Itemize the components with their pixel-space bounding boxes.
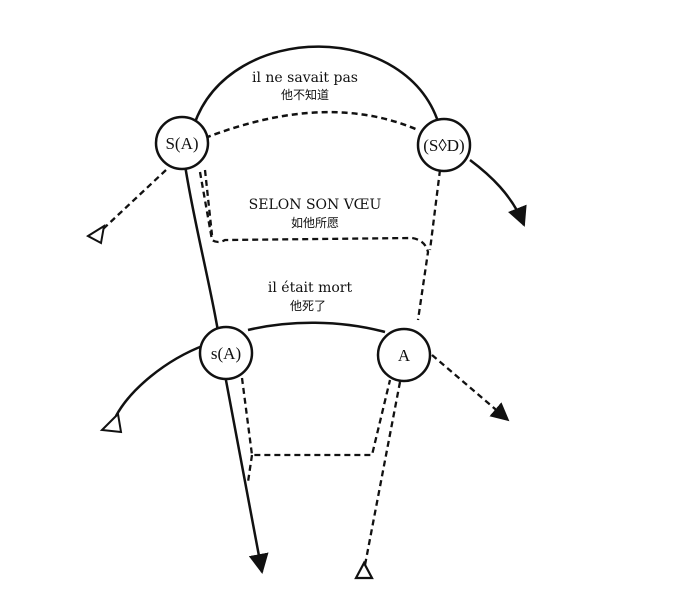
node-bottom-right-label: A [398,346,411,365]
node-bottom-left: s(A) [198,325,254,381]
lower-trapezoid-dashed [240,377,392,457]
node-top-left-label: S(A) [165,134,198,153]
upper-right-solid-arrow [469,159,527,227]
upper-trapezoid-dashed [198,171,430,321]
lower-left-solid-arrow [114,343,206,417]
upper-dashed-arc [204,110,419,140]
label-middle-zh: 如他所愿 [291,215,339,230]
label-middle-fr: SELON SON VŒU [249,197,382,213]
node-bottom-left-label: s(A) [211,344,241,363]
lower-inner-dashed [246,454,254,483]
node-top-right-label: (S◊D) [423,136,464,155]
node-top-left: S(A) [154,115,210,171]
label-lower-arc-zh: 他死了 [290,299,326,313]
node-bottom-right: A [376,327,432,383]
label-top-arc-fr: il ne savait pas [252,70,358,86]
lower-right-dashed-arrow [431,354,510,422]
bottom-triangle [354,560,374,580]
lower-left-triangle [99,411,123,434]
lower-solid-arc [247,321,386,334]
upper-right-dashed-side [428,169,442,251]
label-lower-arc-fr: il était mort [268,280,353,296]
node-top-right: (S◊D) [416,117,472,173]
upper-left-triangle [86,223,106,245]
bottom-dashed-vector [363,381,402,566]
top-solid-arc [192,45,442,129]
label-top-arc-zh: 他不知道 [281,88,329,102]
upper-left-dashed-arrow [101,169,167,231]
upper-left-dashed-side [203,169,214,236]
